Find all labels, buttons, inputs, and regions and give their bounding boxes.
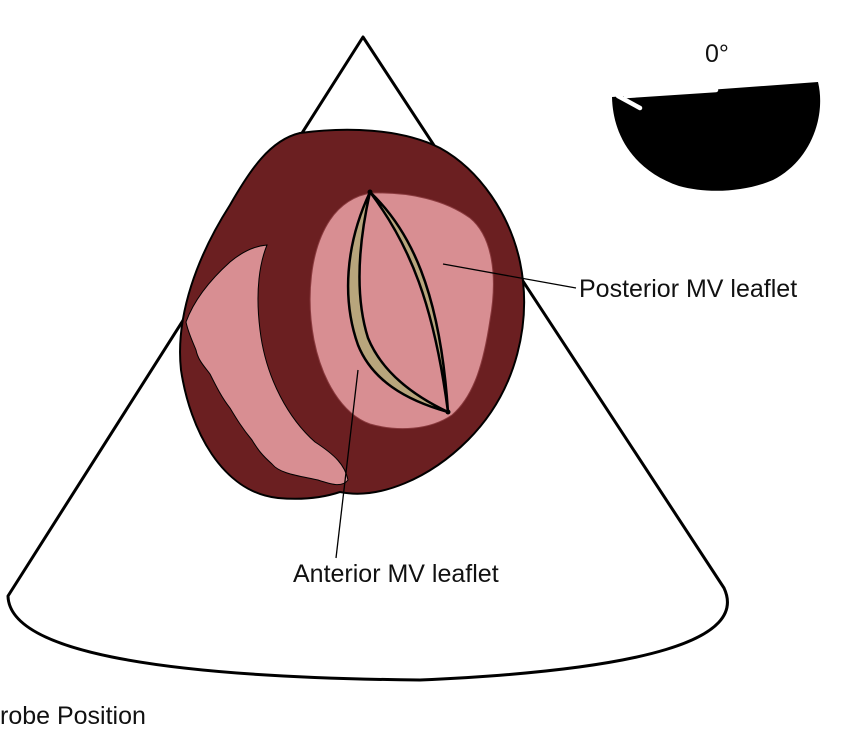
posterior-pointer-line [442, 263, 577, 289]
anterior-pointer-line [335, 369, 359, 559]
posterior-mv-leaflet-label: Posterior MV leaflet [579, 275, 797, 303]
semicircle-arrow-icon [612, 81, 821, 191]
anterior-mv-leaflet-label: Anterior MV leaflet [293, 560, 499, 588]
left-chamber-cavity [185, 244, 349, 486]
probe-position-label: robe Position [0, 702, 146, 730]
commissure-top [367, 189, 373, 195]
angle-label: 0° [705, 40, 729, 68]
commissure-bottom [445, 409, 451, 415]
